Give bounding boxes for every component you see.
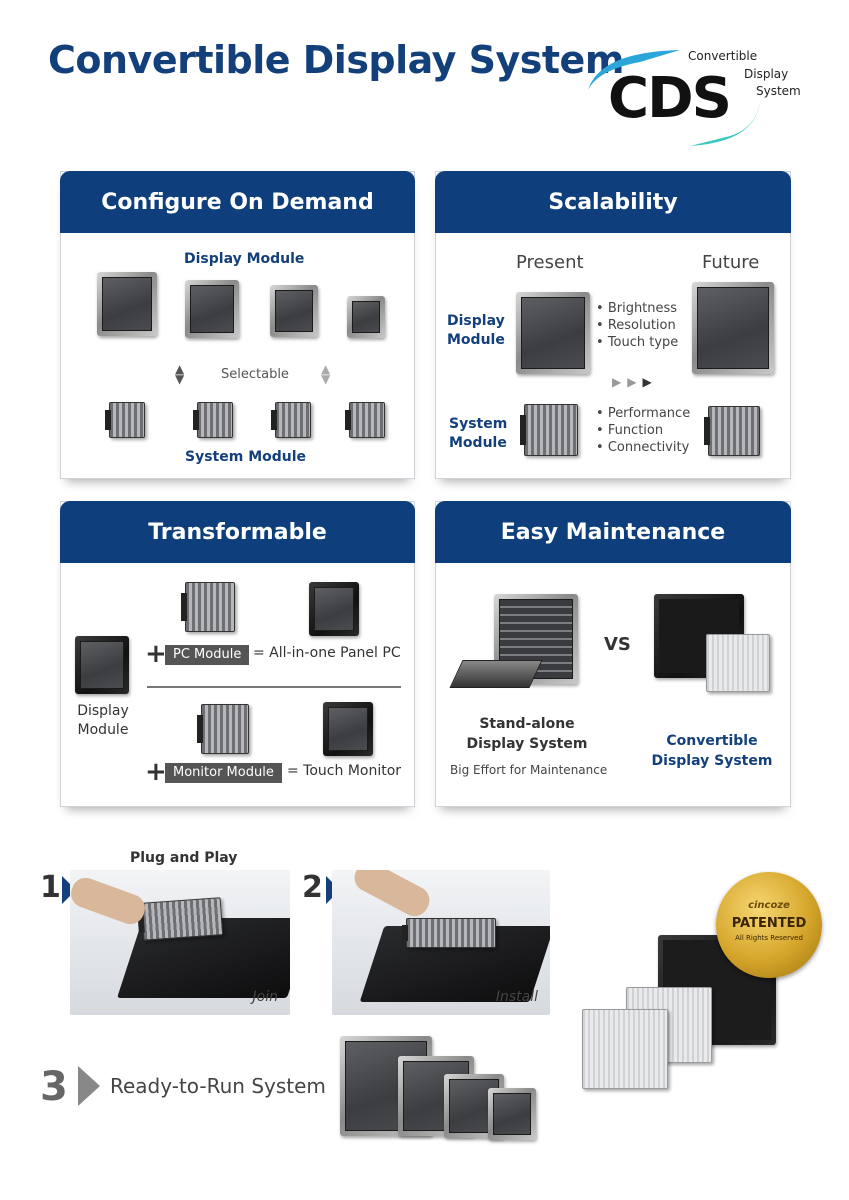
maintenance-heading: Easy Maintenance [435,501,791,563]
plug-and-play-label: Plug and Play [130,850,238,866]
pc-module-image [181,582,235,632]
display-module-medium [185,280,239,338]
present-display [516,292,590,374]
standalone-system-image [449,594,578,694]
step-3-number: 3 [40,1064,68,1110]
panel-pc-image [309,582,359,636]
hand-image-2 [349,870,435,922]
monitor-result-label: = Touch Monitor [287,763,402,779]
display-bullets: Brightness Resolution Touch type [596,300,678,351]
monitor-module-image [197,704,249,754]
display-module-large [97,272,157,336]
hand-image [70,873,149,929]
display-module-small [270,285,318,337]
plus-icon: + [145,639,167,669]
badge-main: PATENTED [731,916,807,931]
badge-brand: cincoze [748,900,790,911]
logo-line-1: Convertible [688,49,758,63]
effort-label: Big Effort for Maintenance [450,763,608,777]
cds-system-image [654,594,776,704]
configure-heading: Configure On Demand [60,171,415,233]
touch-monitor-image [323,702,373,756]
logo-mark: CDS [608,66,732,131]
step-3-label: Ready-to-Run System [110,1074,326,1098]
step-1-number: 1 [40,870,61,905]
system-module-3 [271,402,311,438]
logo-swoosh-icon [588,50,760,146]
page-title: Convertible Display System [48,38,624,82]
up-down-arrow-icon-right: ▲▼ [321,362,331,386]
patented-badge: cincoze PATENTED All Rights Reserved [716,872,822,978]
product-cluster-image [580,935,800,1095]
up-down-arrow-icon: ▲▼ [175,362,185,386]
configure-panel: Configure On Demand Display Module ▲▼ Se… [60,171,415,479]
cds-logo: CDS Convertible Display System [580,42,820,152]
step-2-number: 2 [302,870,323,905]
pc-module-label: PC Module [165,645,250,665]
scalability-heading: Scalability [435,171,791,233]
pc-result-label: = All-in-one Panel PC [253,645,401,661]
future-label: Future [702,252,760,273]
logo-line-3: System [756,84,801,98]
present-label: Present [516,252,584,273]
system-module-label: System Module [185,449,307,465]
system-module-1 [105,402,145,438]
step-1-caption: Join [252,989,278,1005]
step-3-arrow-icon [78,1066,100,1106]
plus-icon-2: + [145,757,167,787]
future-system-module [704,406,760,456]
logo-line-2: Display [744,67,789,81]
system-module-4 [345,402,385,438]
step-2-photo: Install [332,870,550,1015]
badge-sub: All Rights Reserved [735,934,803,942]
system-bullets: Performance Function Connectivity [596,405,690,456]
ready-to-run-displays-image [340,1036,540,1142]
step-2-caption: Install [495,989,538,1005]
transformable-heading: Transformable [60,501,415,563]
monitor-module-label: Monitor Module [165,763,282,783]
vs-label: VS [604,634,631,655]
divider [147,686,401,688]
step-1-photo: Join [70,870,290,1015]
future-display [692,282,774,374]
display-module-tiny [347,296,385,338]
present-system-module [520,404,578,456]
system-module-2 [193,402,233,438]
progress-arrows-icon: ▶▶▶ [612,375,658,389]
display-module-image [75,636,129,694]
display-module-label: Display Module [184,251,305,267]
selectable-label: Selectable [221,367,289,382]
